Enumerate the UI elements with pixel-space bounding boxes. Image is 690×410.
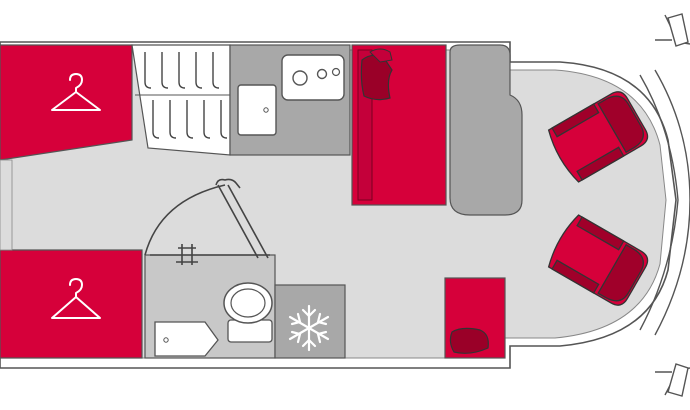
sink-icon	[237, 84, 277, 136]
table	[449, 44, 523, 216]
armchair-part	[576, 216, 625, 251]
mirror-bottom	[667, 363, 689, 397]
shelving	[131, 44, 231, 156]
washroom-door	[144, 178, 270, 265]
shelf-slot	[152, 100, 160, 139]
bench-bottom	[444, 277, 506, 359]
mirror-top	[667, 13, 689, 47]
shelf-slot	[161, 52, 169, 89]
hanger-icon	[51, 278, 101, 319]
hob-icon	[281, 54, 345, 101]
snowflake-icon	[288, 304, 330, 352]
shower-tray-icon	[154, 321, 219, 357]
armchair-icon	[547, 214, 649, 306]
shelf-slot	[144, 52, 152, 89]
washroom	[144, 254, 276, 359]
seat-right	[547, 214, 649, 306]
shelf-slot	[195, 52, 203, 89]
hanger-icon	[51, 73, 101, 111]
toilet-icon	[223, 282, 273, 343]
wardrobe-top	[0, 44, 133, 161]
shelf-slot	[212, 52, 220, 89]
shelf-slot	[178, 52, 186, 89]
cushion-icon	[449, 327, 489, 354]
bench-top	[351, 44, 447, 206]
fridge	[274, 284, 346, 359]
armchair-icon	[547, 91, 649, 183]
seat-left	[547, 91, 649, 183]
armchair-part	[597, 95, 644, 154]
wardrobe-bottom	[0, 249, 143, 359]
shelf-slot	[169, 100, 177, 139]
cushion-icon	[360, 48, 393, 101]
shelf-slot	[203, 100, 211, 139]
kitchen-counter	[229, 44, 351, 156]
armchair-part	[576, 146, 625, 181]
cab-frame	[639, 14, 690, 396]
shelf-slot	[186, 100, 194, 139]
armchair-part	[551, 259, 600, 294]
armchair-part	[597, 243, 644, 302]
armchair-part	[551, 103, 600, 138]
shelf-rack-icon	[135, 52, 230, 139]
rear-gap	[0, 159, 13, 251]
shelf-slot	[220, 100, 228, 139]
